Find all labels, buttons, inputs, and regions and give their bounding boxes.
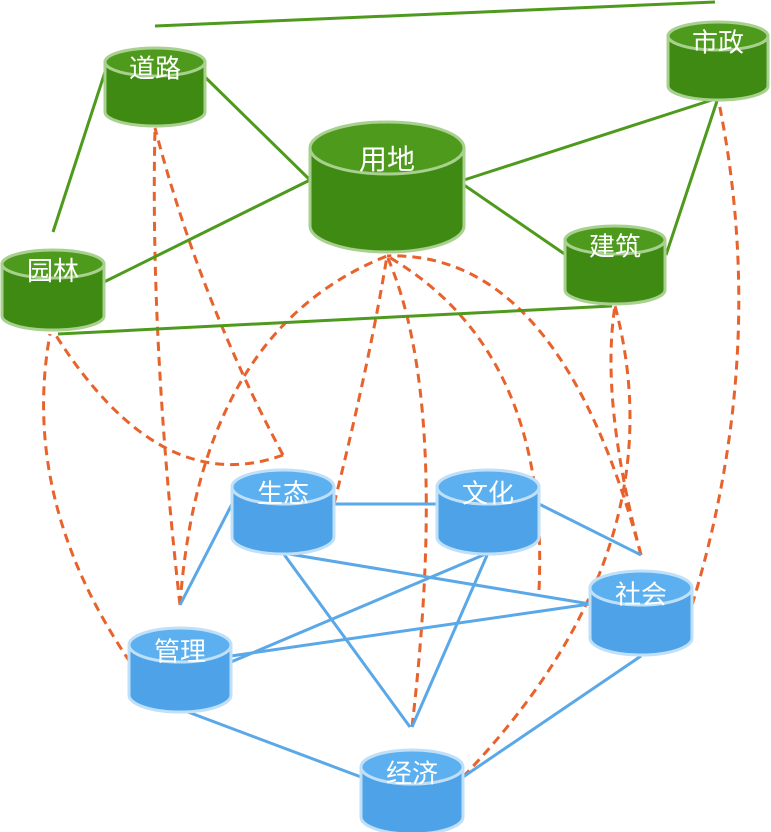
node-body: [563, 238, 667, 306]
node-jianzhu: 建筑: [563, 224, 667, 306]
node-guanli: 管理: [127, 626, 233, 714]
node-body: [308, 146, 466, 254]
blue-edge-shehui-jingji: [462, 654, 642, 779]
node-body: [230, 485, 336, 556]
node-shizheng: 市政: [666, 20, 770, 102]
blue-edge-wenhua-guanli: [230, 551, 489, 664]
node-top: [0, 248, 106, 280]
green-edge-yongdi-shizheng: [463, 96, 719, 182]
blue-edge-shengtai-guanli: [178, 503, 234, 606]
node-label-shehui: 社会: [615, 581, 667, 611]
dashed-edge-jingji-yongdi: [385, 255, 428, 728]
node-body: [435, 485, 541, 556]
blue-edges: [178, 502, 642, 779]
green-edge-shizheng-jianzhu: [664, 97, 720, 256]
node-yuanlin: 园林: [0, 248, 106, 332]
green-edge-daolu-shizheng: [154, 0, 716, 28]
node-top: [308, 120, 466, 176]
dashed-edge-guanli-yuanlin: [42, 333, 132, 663]
node-body: [103, 60, 207, 128]
node-top: [359, 748, 465, 786]
blue-edge-wenhua-shehui: [538, 502, 642, 557]
node-jingji: 经济: [359, 748, 465, 832]
node-top: [127, 626, 233, 664]
green-edge-yongdi-yuanlin: [103, 178, 311, 284]
dashed-edge-shengtai-daolu: [153, 127, 285, 456]
node-daolu: 道路: [103, 46, 207, 128]
node-label-jingji: 经济: [386, 760, 438, 790]
node-label-shizheng: 市政: [692, 29, 744, 59]
dashed-edge-shehui-jianzhu: [609, 305, 643, 556]
node-top: [230, 468, 336, 506]
blue-edge-guanli-jingji: [179, 707, 362, 779]
blue-edge-guanli-shehui: [230, 602, 591, 658]
node-body: [588, 586, 694, 657]
node-top: [103, 46, 207, 78]
node-yongdi: 用地: [308, 120, 466, 254]
node-label-yuanlin: 园林: [27, 257, 79, 287]
node-label-yongdi: 用地: [359, 143, 415, 176]
node-top: [588, 569, 694, 607]
node-wenhua: 文化: [435, 468, 541, 556]
green-edge-daolu-yuanlin: [51, 71, 107, 233]
green-edge-daolu-yongdi: [203, 75, 312, 182]
green-edge-yuanlin-jianzhu: [57, 304, 613, 336]
node-label-daolu: 道路: [129, 55, 181, 85]
node-body: [666, 34, 770, 102]
node-top: [666, 20, 770, 52]
green-edge-yongdi-jianzhu: [463, 183, 567, 257]
node-label-jianzhu: 建筑: [589, 233, 641, 263]
node-label-shengtai: 生态: [257, 480, 309, 510]
node-body: [127, 643, 233, 714]
node-label-guanli: 管理: [154, 638, 206, 668]
green-edges: [51, 0, 720, 336]
dashed-edge-jingji-jianzhu: [461, 305, 632, 779]
dashed-edge-shengtai-yongdi: [332, 255, 389, 505]
node-top: [563, 224, 667, 256]
dashed-edge-shehui-yongdi: [386, 254, 643, 556]
dashed-edge-guanli-yongdi: [178, 254, 388, 606]
blue-edge-wenhua-jingji: [410, 552, 490, 728]
node-shehui: 社会: [588, 569, 694, 657]
node-body: [0, 262, 106, 332]
dashed-edge-shengtai-yuanlin: [53, 333, 284, 467]
blue-edge-shengtai-shehui: [282, 551, 591, 606]
node-top: [435, 468, 541, 506]
node-shengtai: 生态: [230, 468, 336, 556]
node-label-wenhua: 文化: [462, 480, 514, 510]
dashed-edge-shehui-shizheng: [690, 97, 741, 606]
